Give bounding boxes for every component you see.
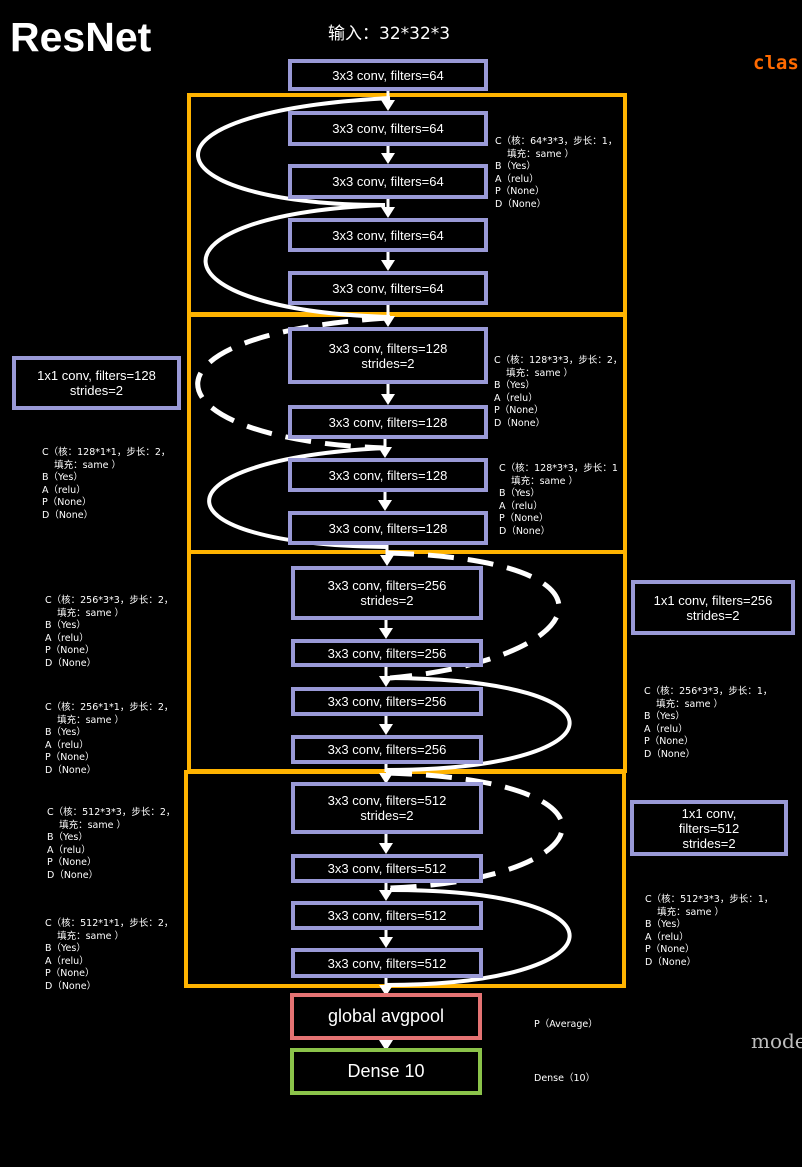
annotation-block-6: C（核：256*1*1，步长：2， 填充：same ）B（Yes）A（relu）… — [45, 702, 174, 776]
skip-arc-4 — [385, 676, 572, 772]
annotation-block-8: C（核：512*3*3，步长：2， 填充：same ）B（Yes）A（relu）… — [47, 807, 176, 881]
pool-note: P（Average） — [534, 1019, 598, 1030]
conv-layer-17: 3x3 conv, filters=512 — [291, 948, 483, 978]
conv-layer-3: 3x3 conv, filters=64 — [288, 164, 488, 199]
conv-layer-6: 3x3 conv, filters=128 strides=2 — [288, 327, 488, 384]
conv-layer-11: 3x3 conv, filters=256 — [291, 639, 483, 667]
shortcut-conv-512: 1x1 conv, filters=512 strides=2 — [630, 800, 788, 856]
cropped-text-top-right: clas — [753, 52, 799, 74]
shortcut-conv-128: 1x1 conv, filters=128 strides=2 — [12, 356, 181, 410]
flow-arrows — [378, 90, 395, 1051]
conv-layer-16: 3x3 conv, filters=512 — [291, 901, 483, 930]
conv-layer-8: 3x3 conv, filters=128 — [288, 458, 488, 492]
shortcut-conv-256: 1x1 conv, filters=256 strides=2 — [631, 580, 795, 635]
conv-layer-10: 3x3 conv, filters=256 strides=2 — [291, 566, 483, 620]
skip-arc-2 — [203, 203, 391, 319]
input-shape-label: 输入：32*32*3 — [328, 24, 451, 44]
skip-arc-1 — [196, 96, 391, 207]
skip-arc-dashed-3 — [385, 770, 565, 891]
annotation-block-10: C（核：512*3*3，步长：1， 填充：same ）B（Yes）A（relu）… — [645, 894, 774, 968]
dense-layer: Dense 10 — [290, 1048, 482, 1095]
conv-layer-5: 3x3 conv, filters=64 — [288, 271, 488, 305]
annotation-block-1: C（核：64*3*3，步长：1， 填充：same ）B（Yes）A（relu）P… — [495, 136, 618, 210]
dense-note: Dense（10） — [534, 1073, 596, 1084]
conv-layer-2: 3x3 conv, filters=64 — [288, 111, 488, 146]
annotation-block-9: C（核：512*1*1，步长：2， 填充：same ）B（Yes）A（relu）… — [45, 918, 174, 992]
conv-layer-4: 3x3 conv, filters=64 — [288, 218, 488, 252]
global-avgpool-layer: global avgpool — [290, 993, 482, 1040]
conv-layer-15: 3x3 conv, filters=512 — [291, 854, 483, 883]
annotation-block-3: C（核：128*1*1，步长：2， 填充：same ）B（Yes）A（relu）… — [42, 447, 171, 521]
skip-arc-5 — [385, 888, 572, 987]
diagram-title: ResNet — [10, 14, 152, 60]
annotation-block-7: C（核：256*3*3，步长：1， 填充：same ）B（Yes）A（relu）… — [644, 686, 773, 760]
conv-layer-7: 3x3 conv, filters=128 — [288, 405, 488, 439]
conv-layer-12: 3x3 conv, filters=256 — [291, 687, 483, 716]
conv-layer-9: 3x3 conv, filters=128 — [288, 511, 488, 545]
conv-layer-1: 3x3 conv, filters=64 — [288, 59, 488, 91]
annotation-block-5: C（核：256*3*3，步长：2， 填充：same ）B（Yes）A（relu）… — [45, 595, 174, 669]
conv-layer-13: 3x3 conv, filters=256 — [291, 735, 483, 764]
skip-arc-dashed-2 — [387, 550, 562, 681]
annotation-block-2: C（核：128*3*3，步长：2， 填充：same ）B（Yes）A（relu）… — [494, 355, 623, 429]
annotation-block-4: C（核：128*3*3，步长：1 填充：same ）B（Yes）A（relu）P… — [499, 463, 618, 537]
cropped-text-bottom-right: mode — [751, 1029, 802, 1053]
conv-layer-14: 3x3 conv, filters=512 strides=2 — [291, 782, 483, 834]
